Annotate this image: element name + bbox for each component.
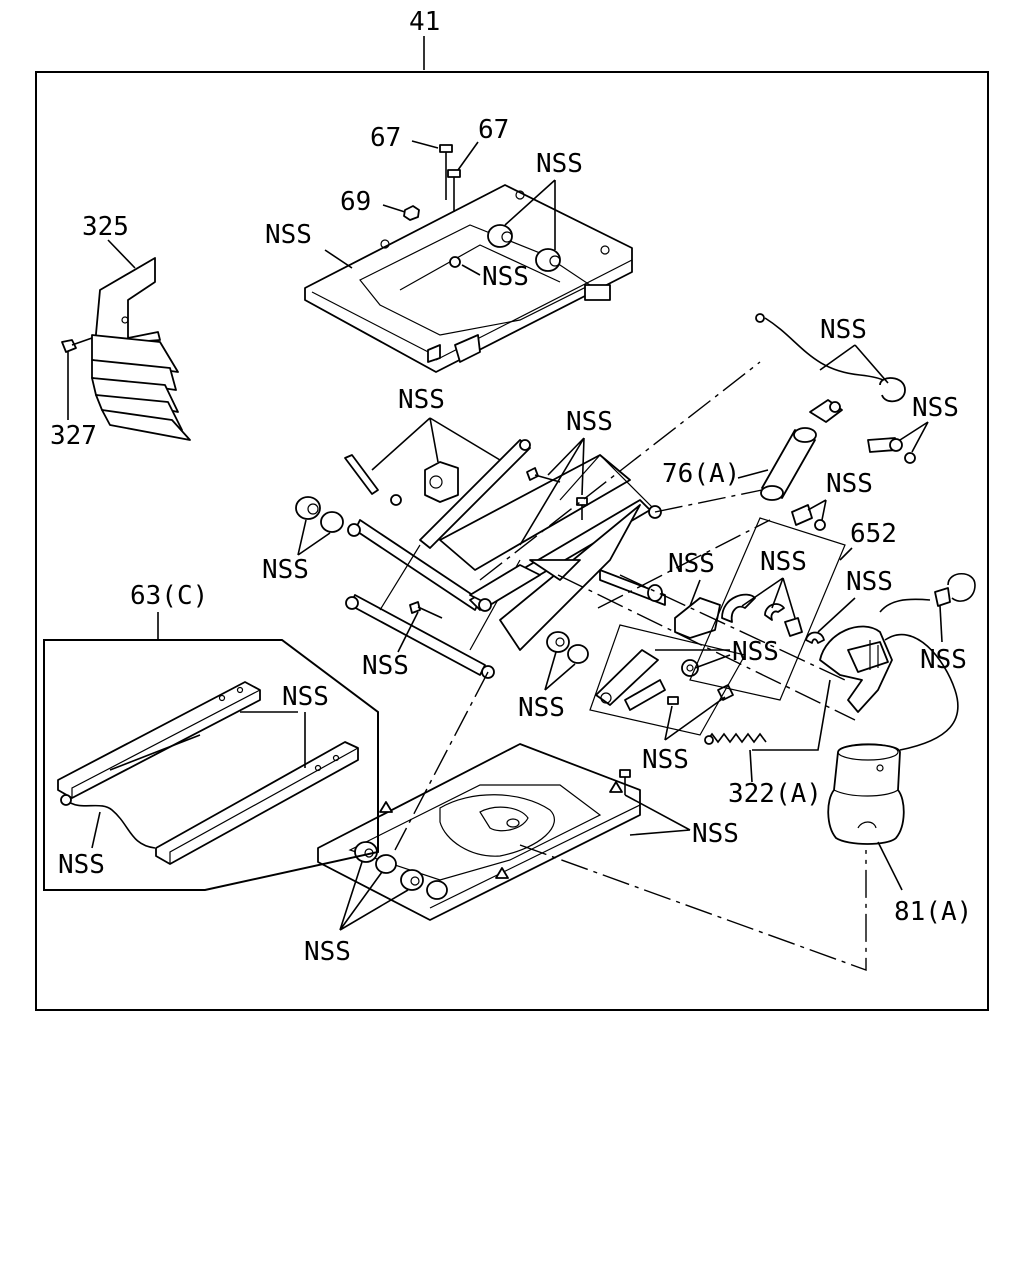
label-322a: 322(A) [728, 779, 822, 809]
leader-nss-bracket [689, 579, 701, 607]
rail-inset-frame [43, 639, 379, 891]
leader-322a [749, 679, 831, 783]
bellows-cover-325 [91, 257, 191, 441]
spring-322a [704, 732, 767, 745]
label-nss-cable: NSS [820, 315, 867, 345]
air-spring-81a [827, 743, 905, 845]
leader-652 [839, 547, 853, 561]
leader-nss-rail-bar [91, 811, 101, 849]
label-nss-nut: NSS [482, 262, 529, 292]
base-plate [317, 743, 641, 921]
bolts-67 [439, 144, 461, 212]
label-nss-rollers: NSS [536, 149, 583, 179]
leader-nss-bushings-center [544, 651, 576, 691]
label-325: 325 [82, 212, 129, 242]
bracket-nss [674, 597, 721, 639]
label-76a: 76(A) [662, 459, 740, 489]
screw-base-nss [619, 769, 631, 795]
shock-absorber-76a [760, 399, 843, 501]
assembly-number-41: 41 [409, 7, 440, 37]
block-nss [424, 461, 459, 503]
leader-nss-bolt-lower [397, 611, 419, 653]
leader-nss-lever-bolts [664, 696, 726, 741]
label-nss-clip: NSS [846, 567, 893, 597]
label-nss-bracket: NSS [668, 549, 715, 579]
leader-nss-pin-right [899, 421, 929, 453]
scissor-mechanism [345, 439, 666, 679]
label-nss-bolt-lower: NSS [362, 651, 409, 681]
label-nss-block: NSS [398, 385, 445, 415]
leader-nss-plate [324, 249, 353, 269]
pin-nss [344, 454, 402, 506]
screw-327 [61, 337, 93, 353]
label-nss-half-bushings: NSS [760, 547, 807, 577]
assembly-center-lines [394, 361, 867, 971]
rollers-base [354, 841, 448, 900]
label-nss-plate: NSS [265, 220, 312, 250]
leader-nss-block [371, 417, 501, 471]
label-nss-bushings-left: NSS [262, 555, 309, 585]
leader-nss-cable [819, 344, 889, 384]
label-nss-lever-bolts: NSS [642, 745, 689, 775]
seat-mounting-plate [304, 184, 633, 373]
leader-nss-pin-mid [807, 499, 827, 521]
lever-link [595, 649, 734, 711]
leader-nss-rails [240, 711, 306, 768]
leader-nss-base-rollers [339, 861, 409, 931]
leader-nss-bolts [519, 437, 585, 546]
bolt-nss-lower [409, 601, 443, 619]
valve-652 [805, 572, 976, 751]
label-nss-base-screw: NSS [692, 819, 739, 849]
leader-nss-lever [655, 649, 731, 669]
leader-nss-fitting [939, 605, 943, 643]
leader-67-left [411, 140, 439, 149]
label-63c: 63(C) [130, 581, 208, 611]
leader-69 [382, 204, 406, 213]
pin-bushing-mid [791, 504, 826, 531]
nut-69 [403, 205, 420, 221]
label-67-left: 67 [370, 123, 401, 153]
leader-325 [107, 239, 136, 269]
label-nss-bolts: NSS [566, 407, 613, 437]
leader-nss-rollers [504, 179, 556, 250]
slide-rails-63c [57, 681, 359, 865]
bushings-center [546, 631, 589, 664]
label-nss-base-rollers: NSS [304, 937, 351, 967]
label-nss-lever: NSS [732, 637, 779, 667]
label-69: 69 [340, 187, 371, 217]
leader-nss-bushings-left [297, 519, 331, 556]
label-81a: 81(A) [894, 897, 972, 927]
label-67-right: 67 [478, 115, 509, 145]
roller-pair-top [487, 224, 561, 272]
label-652: 652 [850, 519, 897, 549]
leader-81a [877, 841, 903, 891]
label-nss-bushings-center: NSS [518, 693, 565, 723]
bolt-nss-scissor [526, 467, 588, 520]
leader-nss-half-bushings [741, 577, 796, 619]
label-nss-pin-mid: NSS [826, 469, 873, 499]
nut-nss-top [449, 256, 461, 268]
label-327: 327 [50, 421, 97, 451]
pin-bushing-right [867, 437, 916, 464]
leader-67-right [457, 141, 479, 171]
half-bushings [721, 593, 803, 637]
label-nss-rails: NSS [282, 682, 329, 712]
leader-76a [737, 469, 769, 479]
leader-nss-base-screw [624, 794, 691, 836]
leader-nss-nut [461, 264, 481, 276]
label-nss-fitting: NSS [920, 645, 967, 675]
assembly-frame [35, 71, 989, 1011]
label-nss-rail-bar: NSS [58, 850, 105, 880]
label-nss-pin-right: NSS [912, 393, 959, 423]
bushings-left [295, 496, 344, 533]
leader-nss-clip [817, 597, 856, 633]
